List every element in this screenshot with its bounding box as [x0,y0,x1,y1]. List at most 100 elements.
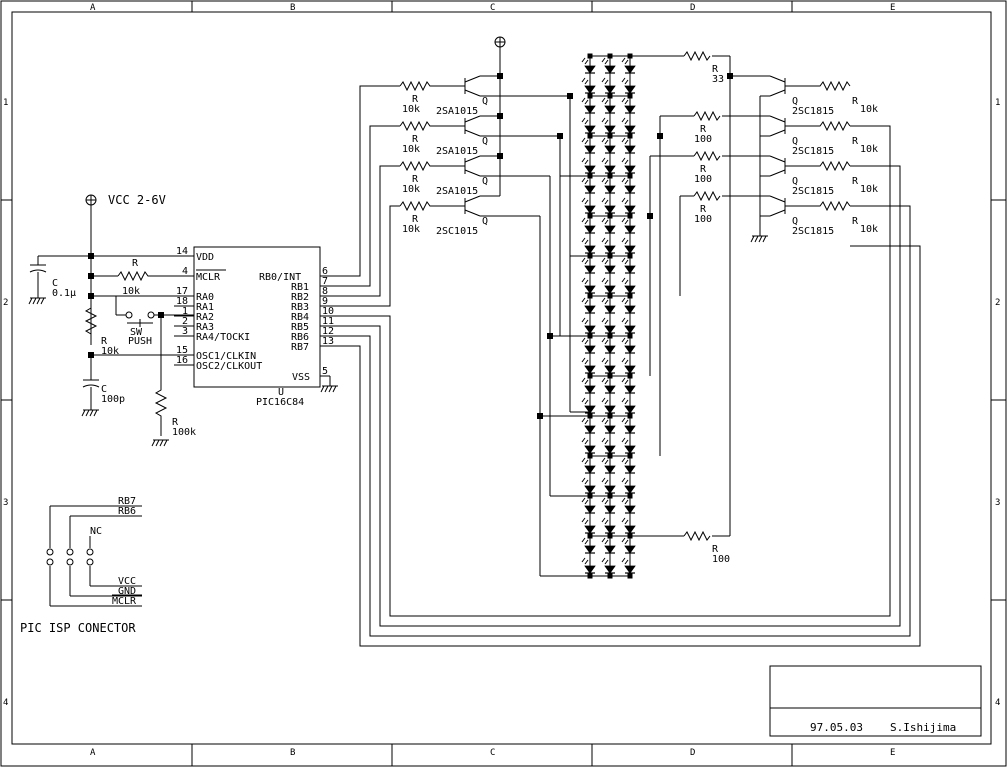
led-emission-arrow-icon [581,237,586,243]
npn2-qref: Q [792,136,798,147]
led-diode-icon [584,345,596,354]
led-emission-arrow-icon [581,257,586,263]
junction [607,373,613,379]
led-emission-arrow-icon [624,159,629,165]
junction [627,253,633,259]
junction [607,173,613,179]
r-pull-ref: R [172,417,179,428]
led-diode-icon [604,205,616,214]
led-emission-arrow-icon [581,477,586,483]
led-emission-arrow-icon [621,377,626,383]
led-emission-arrow-icon [581,57,586,63]
led-emission-arrow-icon [621,297,626,303]
led-emission-arrow-icon [601,157,606,163]
led-diode-icon [584,365,596,374]
led-emission-arrow-icon [621,417,626,423]
led-emission-arrow-icon [601,297,606,303]
led-emission-arrow-icon [581,317,586,323]
junction [537,413,543,419]
pin-num: 13 [322,336,334,347]
led-emission-arrow-icon [604,339,609,345]
led-emission-arrow-icon [624,59,629,65]
col-label-a-bottom: A [90,748,96,758]
npn3-qpart: 2SC1815 [792,186,834,197]
led-emission-arrow-icon [624,359,629,365]
led-emission-arrow-icon [601,57,606,63]
title-date: 97.05.03 [810,721,863,734]
led-diode-icon [604,265,616,274]
pin-num: 14 [176,246,188,257]
row-label-1-right: 1 [995,98,1000,108]
led-diode-icon [604,525,616,534]
led-emission-arrow-icon [581,277,586,283]
pin-name: RA0 [196,292,214,303]
led-emission-arrow-icon [624,299,629,305]
pin-num: 2 [182,316,188,327]
pin-name: MCLR [196,272,221,283]
led-emission-arrow-icon [581,77,586,83]
led-diode-icon [604,85,616,94]
led-emission-arrow-icon [584,539,589,545]
led-emission-arrow-icon [604,379,609,385]
junction [587,253,593,259]
sw-ref: SW [130,327,143,338]
row-label-3-right: 3 [995,498,1000,508]
r100a-val: 100 [694,134,712,145]
led-emission-arrow-icon [624,399,629,405]
led-diode-icon [584,465,596,474]
led-diode-icon [584,265,596,274]
led-diode-icon [584,445,596,454]
isp-connector [46,505,142,607]
led-diode-icon [624,545,636,554]
led-emission-arrow-icon [584,179,589,185]
led-emission-arrow-icon [601,397,606,403]
pin-name: RA3 [196,322,214,333]
led-diode-icon [604,545,616,554]
led-diode-icon [604,165,616,174]
led-diode-icon [584,85,596,94]
isp-pin-nc: NC [90,526,102,537]
led-emission-arrow-icon [621,397,626,403]
led-emission-arrow-icon [604,519,609,525]
inner-border [11,11,992,745]
led-emission-arrow-icon [584,319,589,325]
led-diode-icon [604,345,616,354]
led-emission-arrow-icon [584,159,589,165]
osc-net [81,354,194,417]
led-diode-icon [624,305,636,314]
led-emission-arrow-icon [624,199,629,205]
npn4-qref: Q [792,216,798,227]
junction [587,453,593,459]
junction [607,253,613,259]
junction [587,533,593,539]
r33-ref: R [712,64,719,75]
led-emission-arrow-icon [581,297,586,303]
pnp3-rref: R [412,174,419,185]
led-emission-arrow-icon [581,517,586,523]
junction [627,333,633,339]
led-matrix [581,53,636,579]
junction [647,213,653,219]
pnp3-qpart: 2SA1015 [436,186,478,197]
capacitor-c1 [28,264,47,305]
junction [607,453,613,459]
pnp-stage-4: R 10k Q 2SC1015 [399,195,540,237]
led-diode-icon [624,145,636,154]
led-emission-arrow-icon [601,497,606,503]
led-diode-icon [604,65,616,74]
junction [587,373,593,379]
led-diode-icon [584,425,596,434]
led-diode-icon [584,205,596,214]
ic-right-pins: RB0/INT 6 RB1 7 RB2 8 RB3 9 RB4 10 RB5 1… [259,266,334,383]
led-emission-arrow-icon [584,99,589,105]
led-emission-arrow-icon [584,259,589,265]
pnp1-qpart: 2SA1015 [436,106,478,117]
led-diode-icon [604,125,616,134]
pin-num: 8 [322,286,328,297]
pin-num: 5 [322,366,328,377]
junction [627,173,633,179]
led-diode-icon [584,405,596,414]
junction [627,293,633,299]
npn3-rval: 10k [860,184,878,195]
